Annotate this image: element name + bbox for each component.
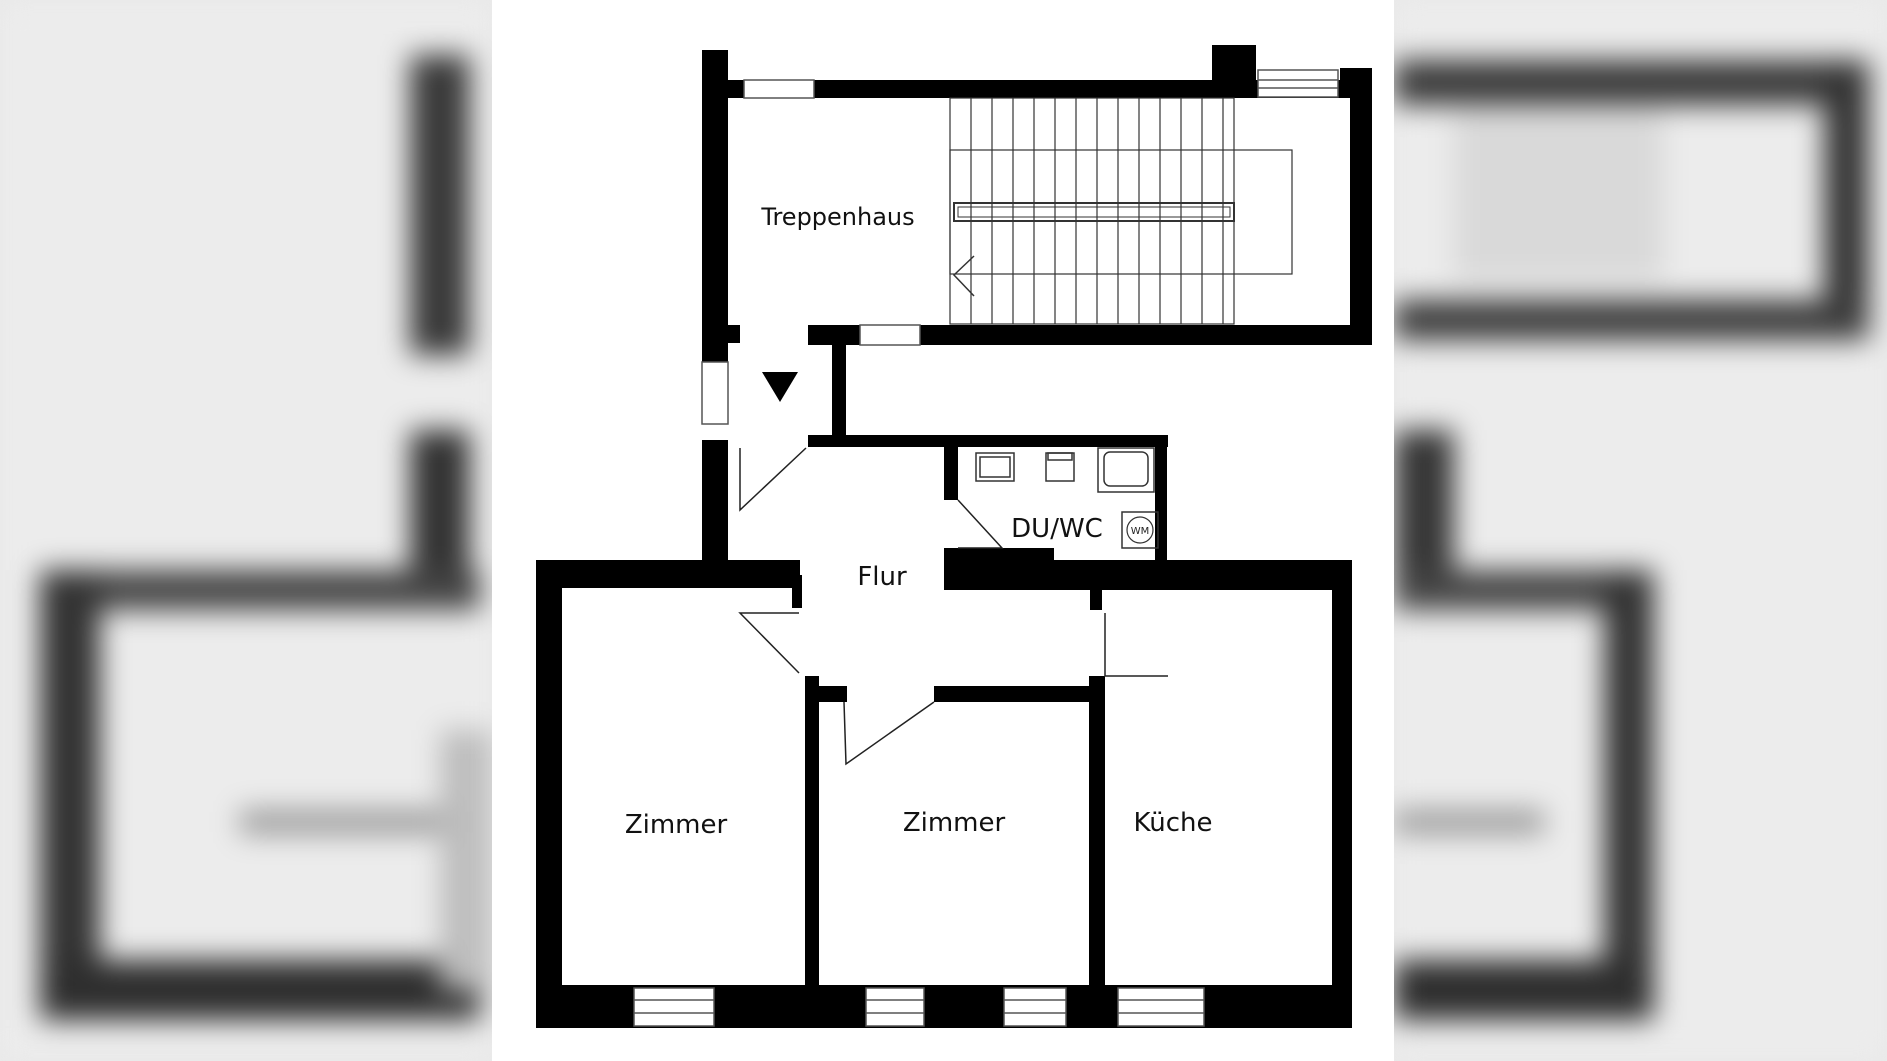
door-swings xyxy=(738,447,1168,766)
bottom-windows xyxy=(633,987,1205,1027)
stairwell-walls xyxy=(702,45,1372,435)
room-label-hallway: Flur xyxy=(857,562,907,592)
blurred-background-left xyxy=(0,0,492,1061)
floor-plan-panel: WM Treppenhaus Flur DU/WC Zimmer Zimmer … xyxy=(492,0,1394,1061)
stairwell-windows xyxy=(701,69,1339,425)
room-label-kitchen: Küche xyxy=(1133,808,1212,838)
sink-icon xyxy=(1097,447,1155,493)
room-label-room-middle: Zimmer xyxy=(903,808,1006,838)
floor-plan: WM Treppenhaus Flur DU/WC Zimmer Zimmer … xyxy=(492,0,1394,1061)
entrance-arrow-icon xyxy=(762,372,798,402)
staircase xyxy=(949,97,1293,325)
washing-machine-label: WM xyxy=(1131,526,1150,537)
room-label-stairwell: Treppenhaus xyxy=(760,203,914,231)
blurred-background-right xyxy=(1394,0,1887,1061)
room-label-bathroom: DU/WC xyxy=(1011,514,1103,544)
bathroom-fixtures xyxy=(975,447,1155,493)
hallway-wall-caps xyxy=(728,560,802,608)
shower-icon xyxy=(975,452,1015,482)
washing-machine-icon: WM xyxy=(1121,511,1159,549)
room-label-room-left: Zimmer xyxy=(625,810,728,840)
